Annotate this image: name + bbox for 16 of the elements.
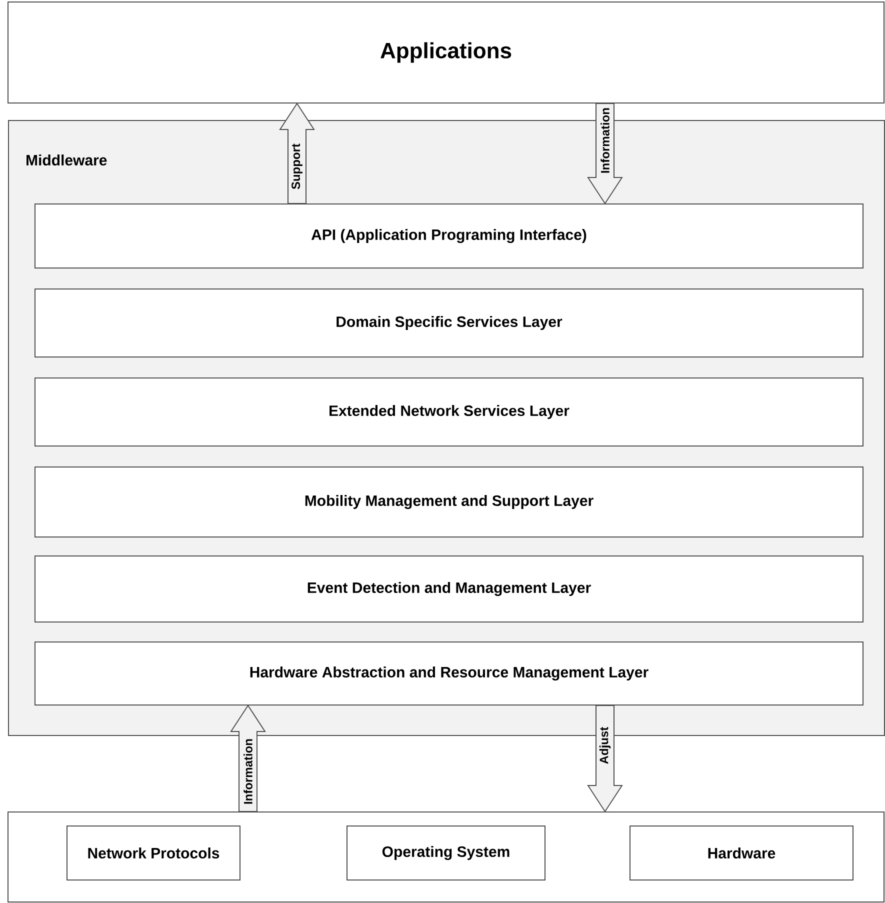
layer-box: Hardware Abstraction and Resource Management Layer <box>34 642 864 706</box>
layer-box: Domain Specific Services Layer <box>34 288 864 358</box>
block-arrow <box>279 102 315 204</box>
tier-box: Applications <box>8 2 884 104</box>
layer-box: API (Application Programing Interface) <box>34 204 864 268</box>
block-arrow <box>587 705 623 812</box>
edge-label: Support <box>292 144 302 190</box>
layer-box: Extended Network Services Layer <box>34 378 864 446</box>
edge-label: Information <box>244 739 252 804</box>
layer-box: Hardware <box>630 826 854 880</box>
layer-box: Operating System <box>346 826 546 880</box>
layer-box: Mobility Management and Support Layer <box>34 466 864 538</box>
layer-box: Network Protocols <box>66 826 240 880</box>
layer-box: Event Detection and Management Layer <box>34 556 864 622</box>
block-arrow <box>587 103 623 204</box>
block-arrow <box>230 704 266 812</box>
